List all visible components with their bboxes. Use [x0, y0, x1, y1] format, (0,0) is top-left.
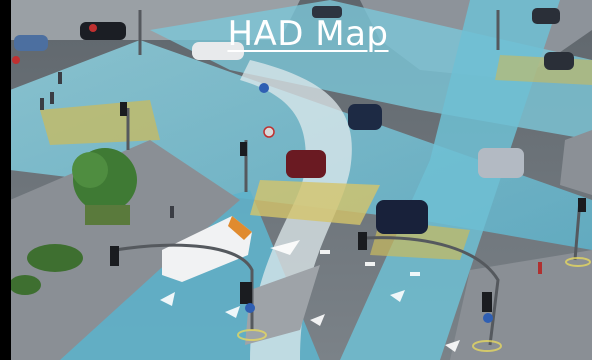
- lane-overlay-right: [340, 0, 560, 360]
- car-top-center: [312, 6, 342, 18]
- sidewalk-right-corner: [560, 130, 592, 195]
- white-van: [162, 216, 252, 282]
- hedge: [27, 244, 83, 272]
- car-top-right: [544, 52, 574, 70]
- image-frame-edge: [0, 0, 11, 360]
- pedestrians: [40, 72, 542, 274]
- intersection-highlight-left: [40, 100, 160, 145]
- pole-ground-markers: [237, 257, 591, 352]
- car-top-right-2: [532, 8, 560, 24]
- road-signs: [12, 24, 493, 323]
- median-island: [245, 265, 320, 345]
- car-white-top: [192, 42, 244, 60]
- car-navy-center: [376, 200, 428, 234]
- planter-box: [85, 205, 130, 225]
- traffic-light-heads: [110, 102, 586, 312]
- car-blue-left: [14, 35, 48, 51]
- car-red: [286, 150, 326, 178]
- intersection-highlight-center: [250, 180, 380, 225]
- intersection-highlight-top-right: [495, 55, 592, 85]
- sidewalk-bottom-right: [450, 250, 592, 360]
- map-caption: HAD Map: [227, 14, 389, 54]
- car-dark-center: [348, 104, 382, 130]
- traffic-light-poles: [114, 10, 582, 346]
- car-silver-right: [478, 148, 524, 178]
- lane-markings: [160, 240, 460, 352]
